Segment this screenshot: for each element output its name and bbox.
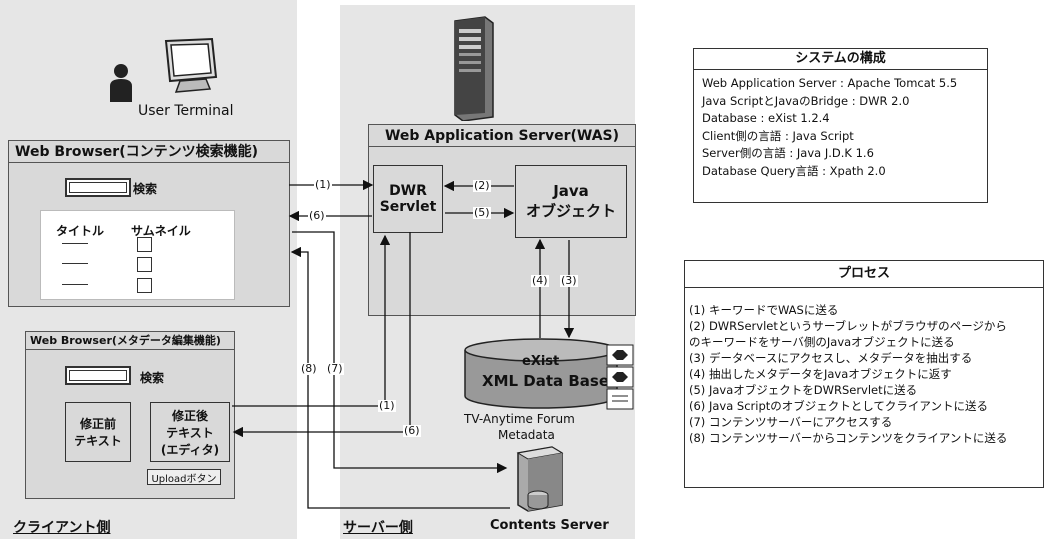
arrow-label-6: (6) bbox=[308, 210, 326, 222]
system-config-title: システムの構成 bbox=[694, 49, 987, 70]
arrow-8 bbox=[292, 252, 510, 508]
process-step: (5) JavaオブジェクトをDWRServletに送る bbox=[685, 382, 1043, 398]
arrow-label-8: (8) bbox=[300, 363, 318, 375]
system-config-line: Server側の言語 : Java J.D.K 1.6 bbox=[694, 145, 987, 163]
process-box: プロセス (1) キーワードでWASに送る (2) DWRServletというサ… bbox=[684, 260, 1044, 488]
arrow-label-4: (4) bbox=[531, 275, 549, 287]
arrow-label-5: (5) bbox=[473, 207, 491, 219]
process-step: (2) DWRServletというサーブレットがブラウザのページから bbox=[685, 318, 1043, 334]
arrow-label-2: (2) bbox=[473, 180, 491, 192]
system-config-line: Database : eXist 1.2.4 bbox=[694, 110, 987, 128]
process-step: (7) コンテンツサーバーにアクセスする bbox=[685, 414, 1043, 430]
process-step: のキーワードをサーバ側のJavaオブジェクトに送る bbox=[685, 334, 1043, 350]
arrow-label-meta-1: (1) bbox=[378, 400, 396, 412]
process-step: (1) キーワードでWASに送る bbox=[685, 302, 1043, 318]
process-step: (4) 抽出したメタデータをJavaオブジェクトに返す bbox=[685, 366, 1043, 382]
process-step: (6) Java Scriptのオブジェクトとしてクライアントに送る bbox=[685, 398, 1043, 414]
arrow-label-7: (7) bbox=[326, 363, 344, 375]
arrow-label-1: (1) bbox=[314, 179, 332, 191]
system-config-line: Java ScriptとJavaのBridge : DWR 2.0 bbox=[694, 93, 987, 111]
arrow-label-3: (3) bbox=[560, 275, 578, 287]
process-title: プロセス bbox=[685, 261, 1043, 288]
system-config-line: Client側の言語 : Java Script bbox=[694, 128, 987, 146]
system-config-line: Database Query言語 : Xpath 2.0 bbox=[694, 163, 987, 181]
arrow-label-meta-6: (6) bbox=[403, 425, 421, 437]
system-config-box: システムの構成 Web Application Server : Apache … bbox=[693, 48, 988, 203]
process-step: (3) データベースにアクセスし、メタデータを抽出する bbox=[685, 350, 1043, 366]
system-config-line: Web Application Server : Apache Tomcat 5… bbox=[694, 75, 987, 93]
process-step: (8) コンテンツサーバーからコンテンツをクライアントに送る bbox=[685, 430, 1043, 446]
